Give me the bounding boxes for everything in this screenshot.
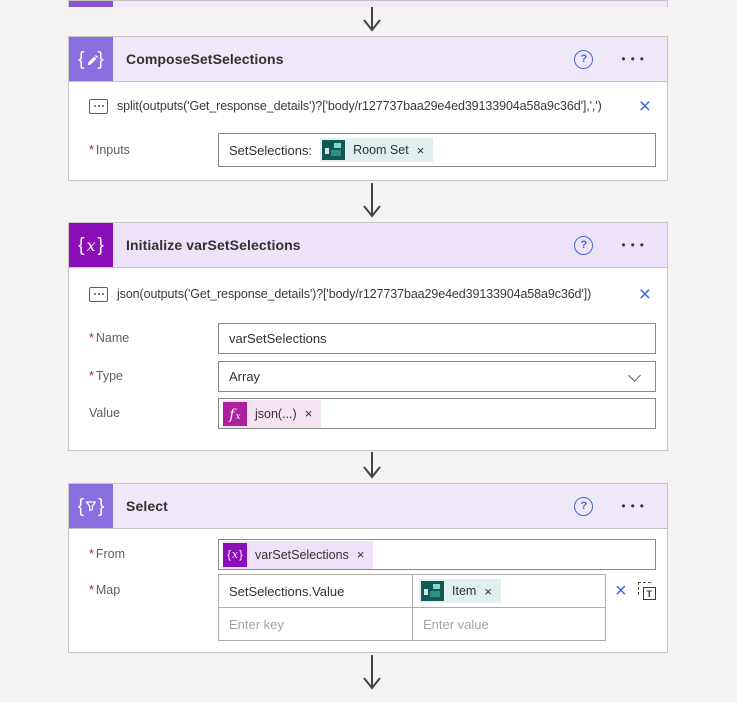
select-action-icon: { } [69,484,113,528]
card-header[interactable]: { x } Initialize varSetSelections ? ••• [69,223,667,268]
brace-glyph: { [77,495,84,517]
forms-icon [421,581,444,601]
inputs-field-label: * Inputs [89,133,130,167]
remove-token-icon[interactable]: × [416,142,425,158]
dismiss-expression-icon[interactable]: × [638,94,651,118]
brace-glyph: } [97,234,104,256]
required-marker: * [89,369,94,383]
dynamic-token-room-set[interactable]: Room Set × [320,138,434,162]
token-label: Item [452,584,477,598]
key-placeholder: Enter key [229,616,284,632]
card-header[interactable]: { } ComposeSetSelections ? ••• [69,37,667,82]
brace-glyph: { [78,48,85,70]
remove-token-icon[interactable]: × [484,583,492,599]
tooltip-icon [89,286,108,302]
tooltip-icon [89,98,108,114]
ellipsis-menu-icon[interactable]: ••• [621,52,649,66]
funnel-icon [85,501,97,512]
required-marker: * [89,583,94,597]
brace-glyph: } [97,48,104,70]
brace-glyph: { [78,234,85,256]
map-row-empty: Enter key Enter value [219,607,605,640]
map-row: SetSelections.Value Item × [219,575,605,607]
help-icon[interactable]: ? [574,49,594,69]
map-value-input[interactable]: Enter value [413,608,605,640]
action-card-select: { } Select ? ••• * From {x} varSetSelect… [68,483,668,653]
type-selected-value: Array [229,369,261,384]
delete-row-icon[interactable]: × [615,580,627,602]
from-field[interactable]: {x} varSetSelections × [218,539,656,570]
connector-arrow [363,655,381,690]
compose-action-icon: { } [69,37,113,81]
next-action-icon [69,1,113,7]
card-title: ComposeSetSelections [126,51,284,67]
switch-to-text-mode-icon[interactable]: T [637,582,656,600]
action-card-initialize-variable: { x } Initialize varSetSelections ? ••• … [68,222,668,451]
ellipsis-menu-icon[interactable]: ••• [621,238,649,252]
card-title: Initialize varSetSelections [126,237,301,253]
token-label: json(...) [255,406,297,421]
dismiss-expression-icon[interactable]: × [638,282,651,306]
action-card-compose: { } ComposeSetSelections ? ••• split(out… [68,36,668,181]
inputs-field[interactable]: SetSelections: Room Set × [218,133,656,167]
expression-callout: split(outputs('Get_response_details')?['… [89,93,651,119]
value-placeholder: Enter value [423,616,489,632]
required-marker: * [89,331,94,345]
from-field-label: * From [89,539,125,570]
required-marker: * [89,547,94,561]
map-value-cell[interactable]: Item × [413,575,605,607]
name-field[interactable]: varSetSelections [218,323,656,354]
card-title: Select [126,498,168,514]
chevron-down-icon [628,368,641,382]
help-icon[interactable]: ? [574,496,594,516]
remove-token-icon[interactable]: × [304,406,313,421]
map-key-input[interactable]: Enter key [219,608,413,640]
name-field-label: * Name [89,323,129,354]
connector-arrow [363,452,381,479]
type-field-label: * Type [89,361,123,392]
dynamic-token-item[interactable]: Item × [419,579,501,603]
connector-arrow [363,183,381,218]
token-label: Room Set [353,143,409,157]
map-row-actions: × T [615,581,656,601]
value-field-label: Value [89,406,121,420]
map-field-label: * Map [89,574,120,606]
card-header[interactable]: { } Select ? ••• [69,484,667,529]
required-marker: * [89,143,94,157]
help-icon[interactable]: ? [574,235,594,255]
brace-glyph: } [98,495,105,517]
action-card-next-partial[interactable] [68,0,668,7]
variable-x-glyph: x [86,235,96,255]
map-table: SetSelections.Value Item × Enter key Ent… [218,574,606,641]
name-value: varSetSelections [229,331,327,346]
ellipsis-menu-icon[interactable]: ••• [621,499,649,513]
forms-icon [322,140,346,160]
variable-action-icon: { x } [69,223,113,267]
expression-text: split(outputs('Get_response_details')?['… [117,99,602,113]
type-dropdown[interactable]: Array [218,361,656,392]
variable-token-varsetselections[interactable]: {x} varSetSelections × [223,540,374,569]
expression-callout: json(outputs('Get_response_details')?['b… [89,281,651,307]
remove-token-icon[interactable]: × [356,547,365,562]
pencil-icon [87,54,98,65]
token-label: varSetSelections [255,547,349,562]
map-key-cell[interactable]: SetSelections.Value [219,575,413,607]
input-key-label: SetSelections: [229,142,313,158]
variable-token-icon: {x} [223,542,247,567]
expression-text: json(outputs('Get_response_details')?['b… [117,287,592,301]
